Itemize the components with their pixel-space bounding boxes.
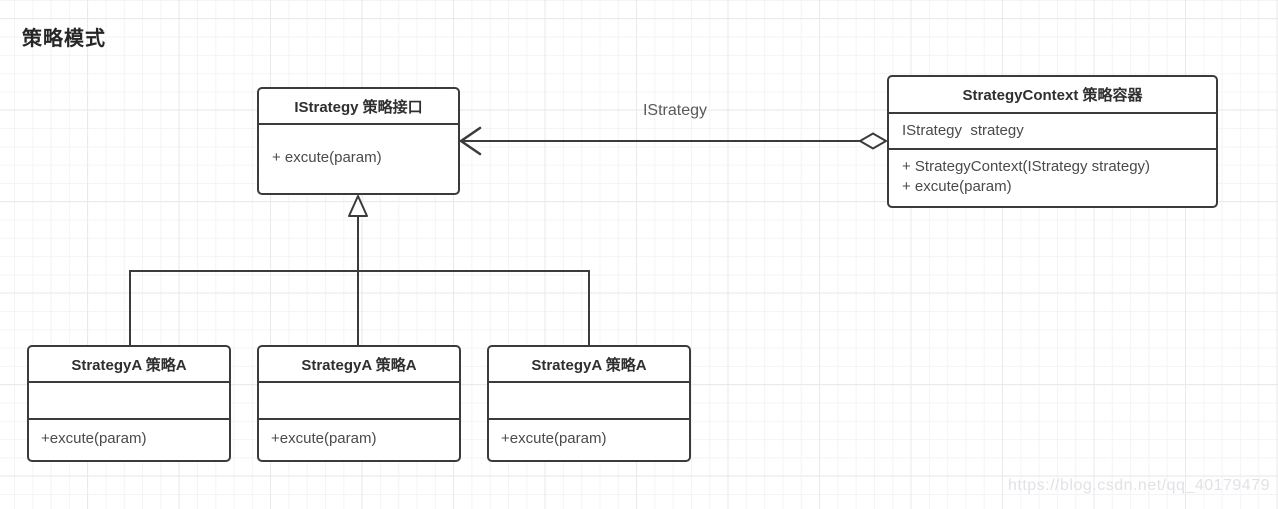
method-label: + StrategyContext(IStrategy strategy) (902, 158, 1151, 175)
method-label: +excute(param) (271, 430, 377, 447)
class-box-strategya-1: StrategyA 策略A +excute(param) (27, 345, 231, 462)
class-istrategy-methods: + excute(param) (259, 125, 458, 191)
diagram-title: 策略模式 (22, 28, 106, 50)
method-label: + excute(param) (272, 149, 382, 166)
association-label: IStrategy (642, 102, 708, 119)
class-strategya-methods: +excute(param) (29, 420, 229, 458)
method-label: +excute(param) (501, 430, 607, 447)
class-strategya-fields-empty (259, 383, 459, 420)
open-arrowhead-icon (458, 126, 482, 156)
class-box-strategya-2: StrategyA 策略A +excute(param) (257, 345, 461, 462)
method-label: + excute(param) (902, 178, 1012, 195)
class-strategya-title: StrategyA 策略A (489, 347, 689, 383)
class-strategya-title: StrategyA 策略A (29, 347, 229, 383)
class-box-strategya-3: StrategyA 策略A +excute(param) (487, 345, 691, 462)
class-strategya-title: StrategyA 策略A (259, 347, 459, 383)
field-label: IStrategy strategy (902, 122, 1024, 139)
class-strategya-methods: +excute(param) (489, 420, 689, 458)
class-strategya-fields-empty (489, 383, 689, 420)
aggregation-diamond-icon (857, 132, 889, 150)
class-strategya-fields-empty (29, 383, 229, 420)
method-label: +excute(param) (41, 430, 147, 447)
class-context-fields: IStrategy strategy (889, 114, 1216, 150)
inheritance-triangle-icon (348, 195, 368, 217)
class-istrategy-title: IStrategy 策略接口 (259, 89, 458, 125)
class-context-title: StrategyContext 策略容器 (889, 77, 1216, 114)
class-box-istrategy: IStrategy 策略接口 + excute(param) (257, 87, 460, 195)
class-context-methods: + StrategyContext(IStrategy strategy) + … (889, 150, 1216, 204)
class-box-strategycontext: StrategyContext 策略容器 IStrategy strategy … (887, 75, 1218, 208)
watermark-text: https://blog.csdn.net/qq_40179479 (1007, 477, 1270, 494)
class-strategya-methods: +excute(param) (259, 420, 459, 458)
